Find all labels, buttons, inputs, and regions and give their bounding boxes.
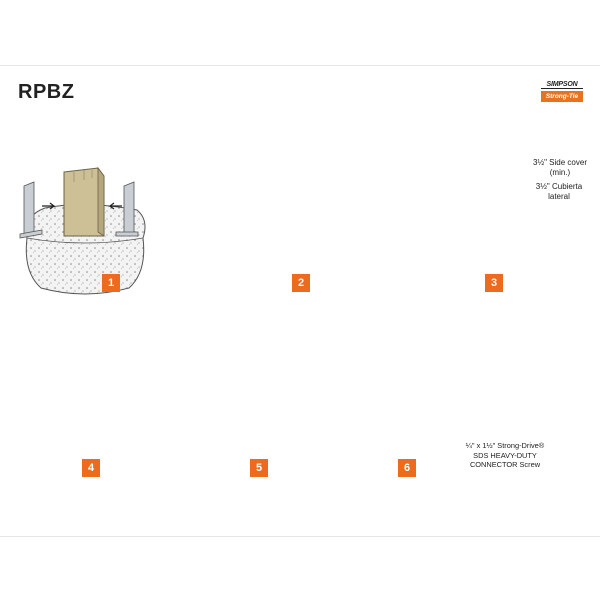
step-4-badge: 4 [82,459,100,477]
screw-label-line-3: CONNECTOR Screw [469,460,541,469]
step-2-badge: 2 [292,274,310,292]
side-cover-note-es: 3½" Cubierta lateral [535,182,583,201]
simpson-strong-tie-logo: SIMPSON Strong-Tie [541,81,583,102]
screw-label-line-1: ¼" x 1½" Strong-Drive® [465,441,545,450]
screw-label: ¼" x 1½" Strong-Drive® SDS HEAVY-DUTY CO… [440,441,570,470]
step-3-badge: 3 [485,274,503,292]
screw-label-line-2: SDS HEAVY-DUTY [473,450,537,460]
step-1-badge: 1 [102,274,120,292]
side-cover-note-en: 3½" Side cover (min.) [533,158,587,177]
step-6-badge: 6 [398,459,416,477]
step-1-illustration [19,166,146,295]
step-5-badge: 5 [250,459,268,477]
instruction-sheet [0,65,600,537]
product-title: RPBZ [18,81,75,103]
logo-bottom-text: Strong-Tie [541,91,583,102]
logo-top-text: SIMPSON [541,81,583,89]
